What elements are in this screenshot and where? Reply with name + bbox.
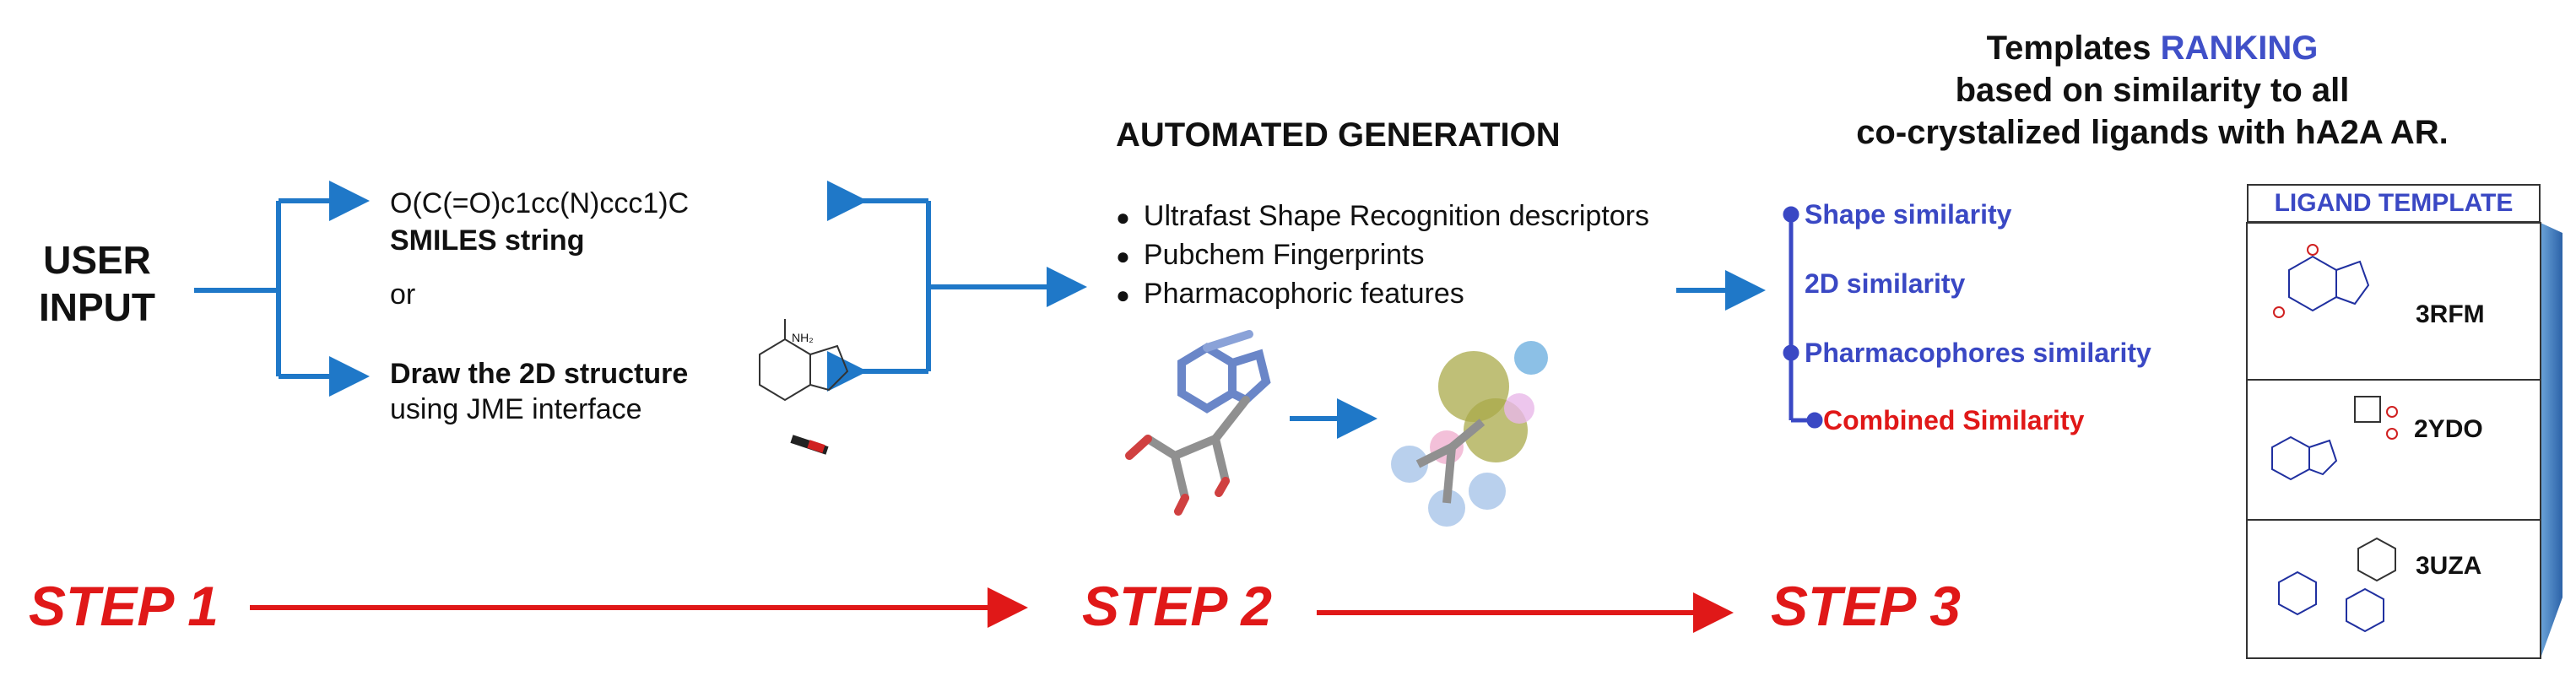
pharmacophore-model bbox=[1391, 341, 1548, 527]
template-structure-3uza bbox=[2278, 537, 2396, 633]
step-1-label: STEP 1 bbox=[29, 575, 219, 637]
ranking-title-line2: based on similarity to all bbox=[1955, 72, 2350, 109]
2d-similarity-label: 2D similarity bbox=[1805, 268, 1966, 299]
template-code-3uza: 3UZA bbox=[2416, 552, 2482, 580]
template-structure-3rfm bbox=[2273, 244, 2370, 318]
template-structure-2ydo bbox=[2271, 396, 2398, 481]
smiles-value: O(C(=O)c1cc(N)ccc1)C bbox=[390, 187, 690, 219]
shape-similarity-label: Shape similarity bbox=[1805, 199, 2012, 230]
similarity-bracket bbox=[1783, 206, 1823, 429]
step-3-label: STEP 3 bbox=[1771, 575, 1961, 637]
pharmacophores-similarity-label: Pharmacophores similarity bbox=[1805, 338, 2151, 368]
smiles-label: SMILES string bbox=[390, 224, 585, 257]
step-2-label: STEP 2 bbox=[1082, 575, 1272, 637]
draw-structure-label: Draw the 2D structure bbox=[390, 358, 689, 390]
combined-similarity-label: Combined Similarity bbox=[1823, 405, 2085, 435]
descriptor-item: Pharmacophoric features bbox=[1116, 275, 1649, 314]
descriptor-list: Ultrafast Shape Recognition descriptors … bbox=[1116, 197, 1649, 314]
automated-generation-title: AUTOMATED GENERATION bbox=[1116, 116, 1561, 154]
descriptor-item: Pubchem Fingerprints bbox=[1116, 236, 1649, 275]
or-text: or bbox=[390, 278, 416, 311]
jme-interface-label: using JME interface bbox=[390, 393, 642, 425]
jme-sketch-label: NH₂ bbox=[792, 331, 814, 344]
step-arrows bbox=[250, 587, 1734, 633]
template-code-3rfm: 3RFM bbox=[2416, 300, 2485, 328]
ligand-template-table bbox=[2246, 222, 2562, 659]
template-code-2ydo: 2YDO bbox=[2414, 415, 2483, 443]
ranking-highlight: RANKING bbox=[2160, 30, 2319, 67]
ranking-title: Templates RANKING based on similarity to… bbox=[1823, 27, 2481, 154]
user-input-label: USER INPUT bbox=[39, 238, 155, 329]
ranking-title-prefix: Templates bbox=[1986, 30, 2151, 67]
jme-structure-sketch bbox=[759, 319, 849, 455]
ligand-template-header: LIGAND TEMPLATE bbox=[2247, 184, 2541, 223]
ranking-title-line3: co-crystalized ligands with hA2A AR. bbox=[1856, 114, 2449, 151]
input-flow-arrows bbox=[194, 181, 1766, 439]
ligand-3d-sticks bbox=[1125, 330, 1271, 516]
descriptor-item: Ultrafast Shape Recognition descriptors bbox=[1116, 197, 1649, 236]
